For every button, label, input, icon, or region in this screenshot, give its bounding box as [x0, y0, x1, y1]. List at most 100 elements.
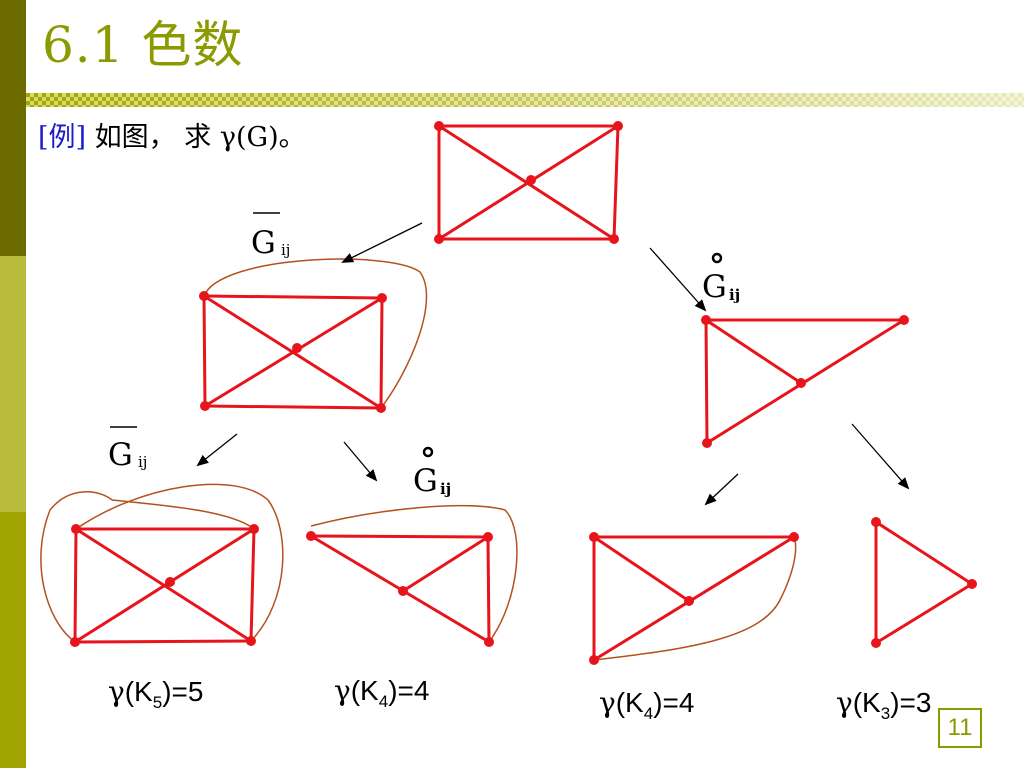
result-k4-a: γ(K4)=4 — [334, 674, 429, 711]
edge — [704, 319, 709, 444]
label-main: G — [702, 269, 727, 305]
vertex — [434, 121, 444, 131]
vertex — [684, 596, 694, 606]
label-sub: ij — [729, 286, 740, 304]
sidebar-segment — [0, 256, 26, 512]
arrow — [343, 441, 378, 482]
vertex — [200, 401, 210, 411]
arrow — [851, 423, 910, 490]
arrow — [649, 247, 707, 312]
contraction-mark-icon — [711, 252, 723, 264]
edge — [204, 404, 382, 410]
vertex — [613, 121, 623, 131]
vertex — [199, 291, 209, 301]
sidebar-segment — [0, 512, 26, 768]
vertex — [306, 531, 316, 541]
edge — [74, 639, 252, 644]
added-edge-curve — [310, 504, 518, 643]
graph-g — [437, 124, 620, 241]
vertex — [701, 315, 711, 325]
example-text: 如图， 求 — [86, 122, 220, 153]
vertex — [484, 637, 494, 647]
graph-level1-left-vertices — [199, 291, 387, 413]
result-k4-b: γ(K4)=4 — [599, 686, 694, 723]
arrow — [196, 433, 238, 467]
result-k3: γ(K3)=3 — [836, 686, 931, 723]
sidebar — [0, 0, 26, 768]
label-main: G — [108, 437, 133, 473]
edge — [612, 125, 620, 240]
result-post: )=4 — [388, 675, 429, 706]
label-sub: ij — [440, 480, 451, 498]
graph-level2-k4-b — [592, 535, 795, 662]
label-gbar-1: G ij — [251, 212, 290, 261]
graph-level2-k3-vertices — [871, 517, 977, 648]
vertex — [702, 438, 712, 448]
result-gamma: γ — [108, 675, 125, 708]
graph-level2-k3 — [874, 520, 973, 645]
vertex — [71, 524, 81, 534]
title-rule — [26, 93, 1024, 107]
result-pre: (K — [616, 687, 644, 718]
edge — [74, 527, 255, 644]
vertex — [292, 343, 302, 353]
label-sub: ij — [281, 241, 290, 259]
vertex — [899, 315, 909, 325]
edge — [875, 582, 973, 645]
edge — [486, 536, 491, 643]
graph-level2-k4-b-vertices — [589, 532, 799, 665]
decomposition-arrows — [196, 222, 910, 506]
result-pre: (K — [351, 675, 379, 706]
label-gbar-2: G ij — [108, 426, 147, 473]
vertex — [967, 579, 977, 589]
label-gcirc-2: G ij — [413, 446, 451, 499]
result-sub: 4 — [644, 704, 653, 723]
result-k5: γ(K5)=5 — [108, 675, 203, 712]
edge — [249, 528, 256, 642]
arrow — [341, 222, 423, 263]
example-tag: [例] — [38, 122, 87, 153]
edge — [593, 535, 795, 662]
edge — [875, 520, 973, 586]
edge — [379, 297, 384, 409]
vertex — [434, 234, 444, 244]
vertex — [70, 637, 80, 647]
label-main: G — [251, 225, 276, 261]
edge — [593, 535, 690, 603]
result-post: )=5 — [162, 676, 203, 707]
label-main: G — [413, 463, 438, 499]
vertex — [377, 293, 387, 303]
edge — [204, 296, 383, 408]
edge — [705, 318, 802, 385]
vertex — [589, 532, 599, 542]
vertex — [871, 517, 881, 527]
graph-g-vertices — [434, 121, 623, 244]
result-post: )=4 — [653, 687, 694, 718]
vertex — [871, 638, 881, 648]
vertex — [165, 577, 175, 587]
page-title: 6.1 色数 — [42, 16, 244, 74]
page-number: 11 — [938, 708, 982, 748]
added-edge-curve — [203, 258, 428, 409]
vertex — [483, 532, 493, 542]
edge — [310, 534, 489, 539]
added-edge-curve — [111, 499, 255, 530]
graph-level1-right-vertices — [701, 315, 909, 448]
arrow — [704, 473, 739, 506]
edge — [402, 535, 489, 593]
vertex — [526, 175, 536, 185]
edge — [202, 295, 207, 407]
vertex — [796, 378, 806, 388]
graph-level2-k5 — [73, 527, 256, 644]
example-statement: [例] 如图， 求 γ(G)。 — [38, 124, 306, 151]
result-sub: 5 — [153, 693, 162, 712]
vertex — [398, 586, 408, 596]
graph-level2-k4-a-vertices — [306, 531, 494, 647]
contraction-mark-icon — [422, 446, 434, 458]
example-formula: γ(G)。 — [219, 122, 306, 153]
added-edge-curve — [593, 536, 797, 661]
label-gcirc-1: G ij — [702, 252, 740, 305]
vertex — [789, 532, 799, 542]
graph-level1-left — [202, 294, 384, 410]
label-sub: ij — [138, 453, 147, 471]
